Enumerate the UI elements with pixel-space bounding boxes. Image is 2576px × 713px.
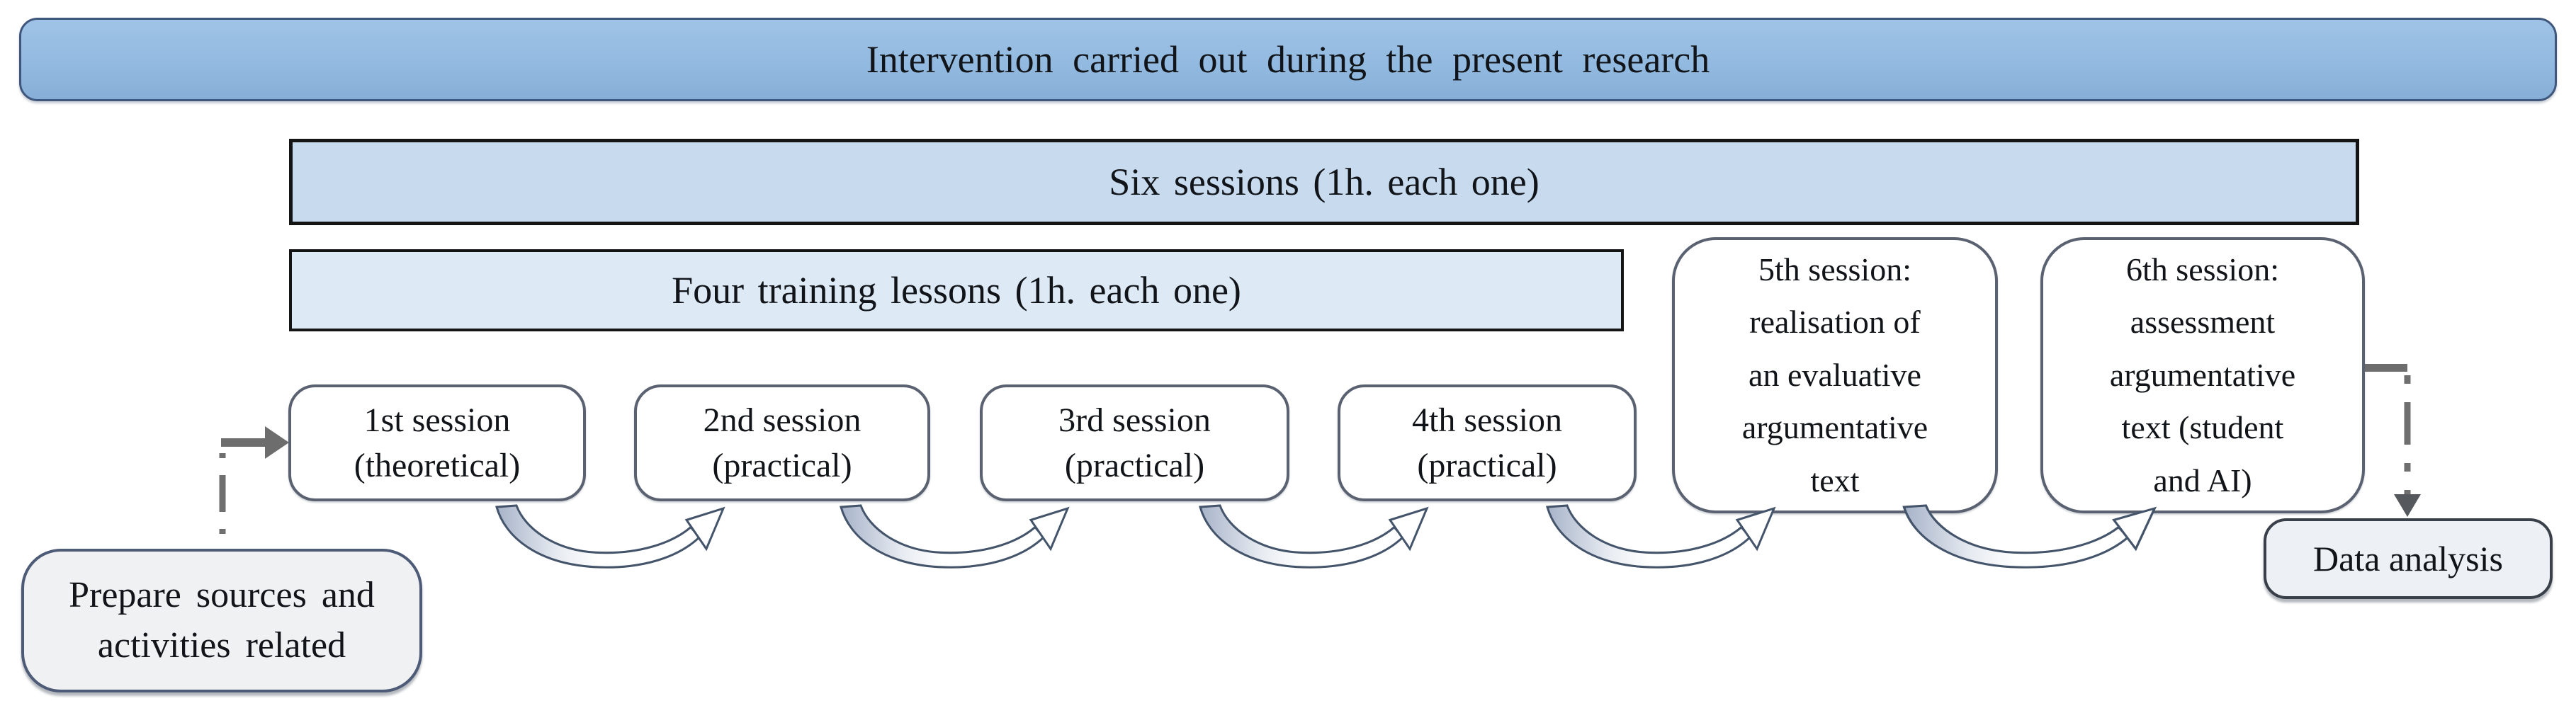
session-box-5: 5th session: realisation of an evaluativ…: [1672, 237, 1998, 513]
session-box-3: 3rd session (practical): [980, 384, 1289, 501]
prepare-sources-box: Prepare sources and activities related: [21, 549, 422, 692]
data-analysis-box: Data analysis: [2264, 518, 2553, 599]
down-arrowhead-icon: [2394, 494, 2421, 517]
data-analysis-connector-dashdot-line: [2404, 375, 2411, 496]
session-box-6: 6th session: assessment argumentative te…: [2040, 237, 2365, 513]
curved-arrow-1-2: [495, 504, 725, 569]
prepare-connector-dashdot-line: [219, 453, 226, 549]
title-banner: Intervention carried out during the pres…: [19, 18, 2557, 101]
right-arrowhead-icon: [265, 426, 289, 459]
session-box-2: 2nd session (practical): [634, 384, 930, 501]
curved-arrow-3-4: [1199, 504, 1429, 569]
session-box-4: 4th session (practical): [1338, 384, 1637, 501]
session-box-1: 1st session (theoretical): [288, 384, 586, 501]
curved-arrow-4-5: [1546, 504, 1776, 569]
curved-arrow-2-3: [840, 504, 1070, 569]
data-analysis-connector-line: [2365, 364, 2407, 372]
four-training-lessons-banner: Four training lessons (1h. each one): [289, 249, 1624, 331]
prepare-connector-line: [221, 438, 266, 447]
curved-arrow-5-6: [1902, 504, 2157, 569]
six-sessions-banner: Six sessions (1h. each one): [289, 139, 2359, 225]
